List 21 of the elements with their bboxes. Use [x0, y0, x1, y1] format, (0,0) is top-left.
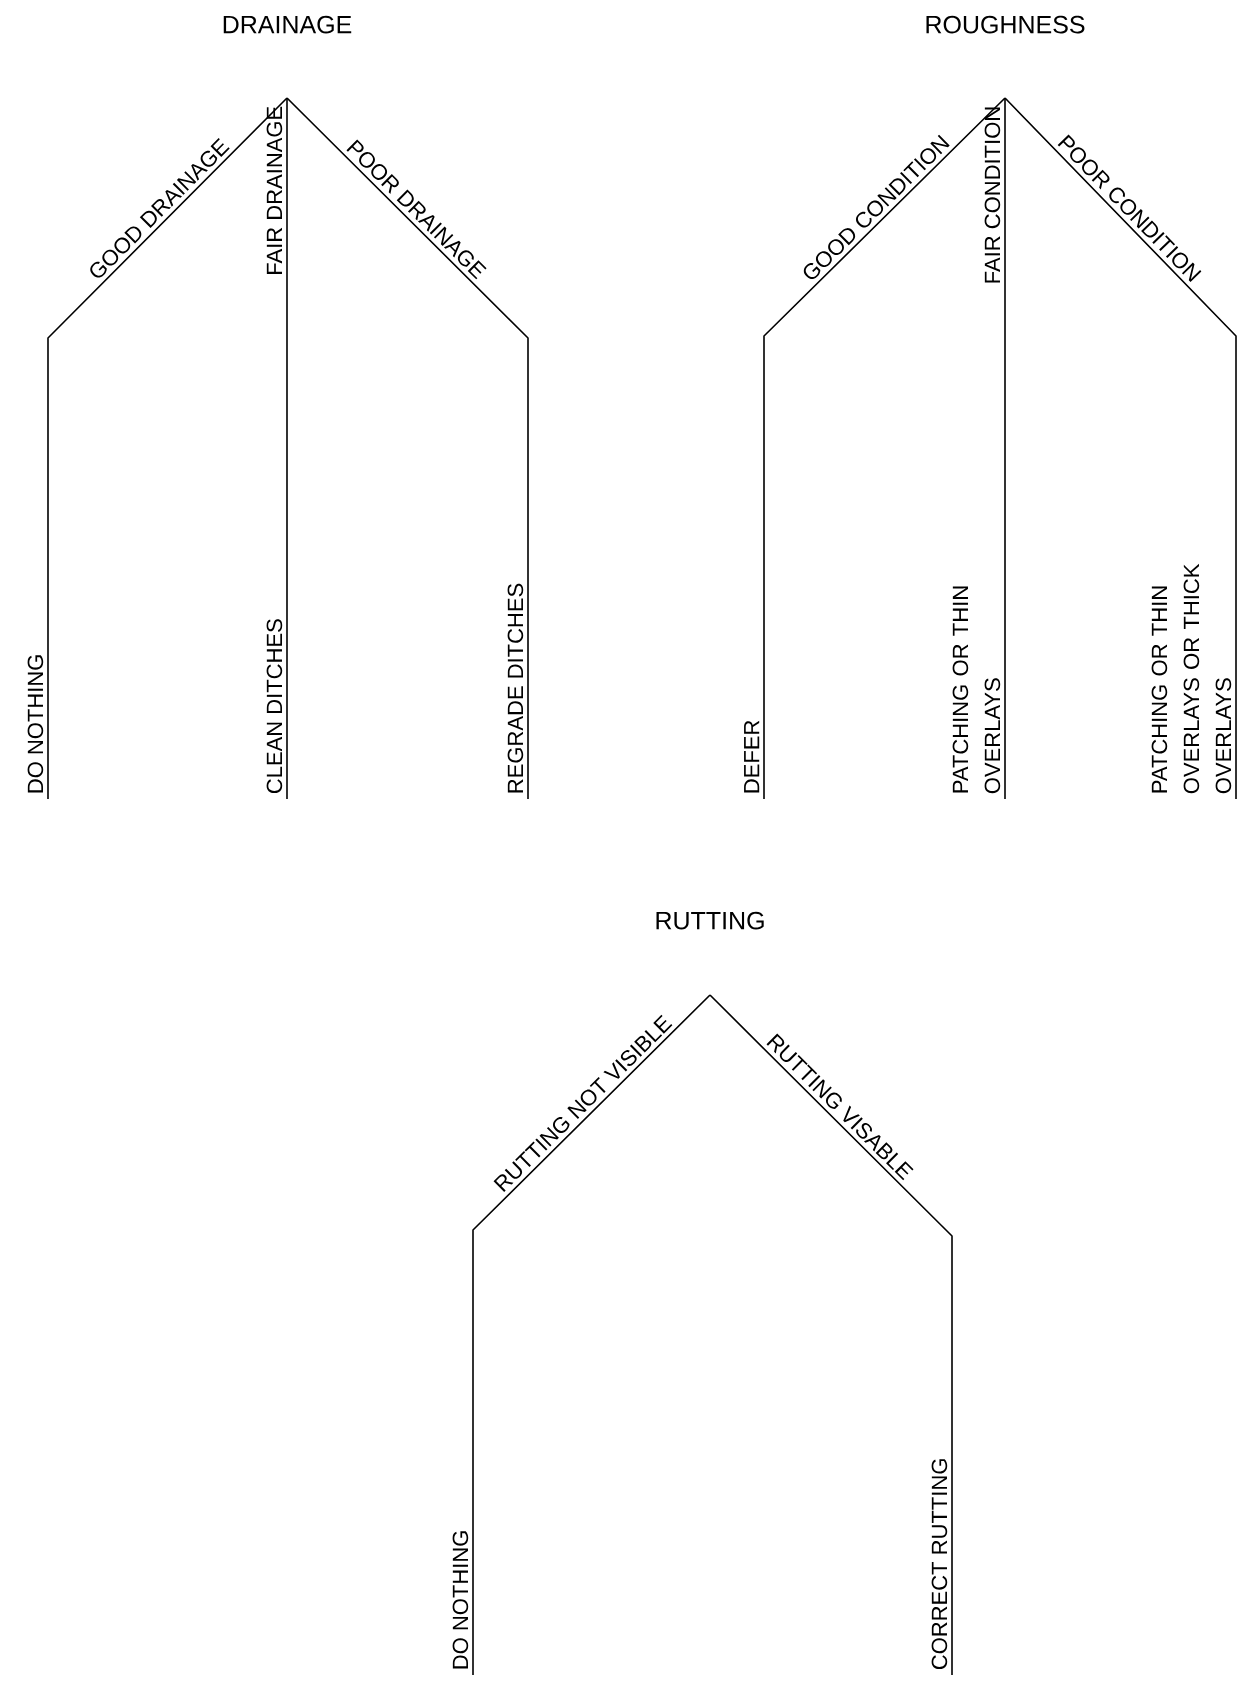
branch-line — [709, 994, 953, 1676]
action-text: CORRECT RUTTING — [931, 1459, 948, 1670]
edge-label: FAIR DRAINAGE — [266, 106, 283, 274]
branch-line — [286, 97, 529, 800]
branch-line — [286, 97, 288, 800]
branch-line — [1004, 97, 1237, 800]
action-text: DEFER — [744, 720, 760, 793]
branch-line — [47, 97, 288, 800]
branch-line — [472, 994, 711, 1676]
tree-title: DRAINAGE — [223, 15, 352, 34]
tree-title: RUTTING — [656, 911, 764, 930]
action-text: CLEAN DITCHES — [266, 619, 283, 794]
action-text: DO NOTHING — [452, 1531, 469, 1669]
edge-label: FAIR CONDITION — [984, 107, 1001, 283]
action-text: REGRADE DITCHES — [507, 583, 524, 793]
action-text: PATCHING OR THIN OVERLAYS — [952, 586, 1001, 794]
action-text: PATCHING OR THIN OVERLAYS OR THICK OVERLAYS — [1151, 563, 1232, 794]
branch-line — [1004, 97, 1006, 800]
branch-line — [763, 97, 1006, 800]
tree-title: ROUGHNESS — [926, 15, 1085, 34]
action-text: DO NOTHING — [27, 655, 44, 793]
